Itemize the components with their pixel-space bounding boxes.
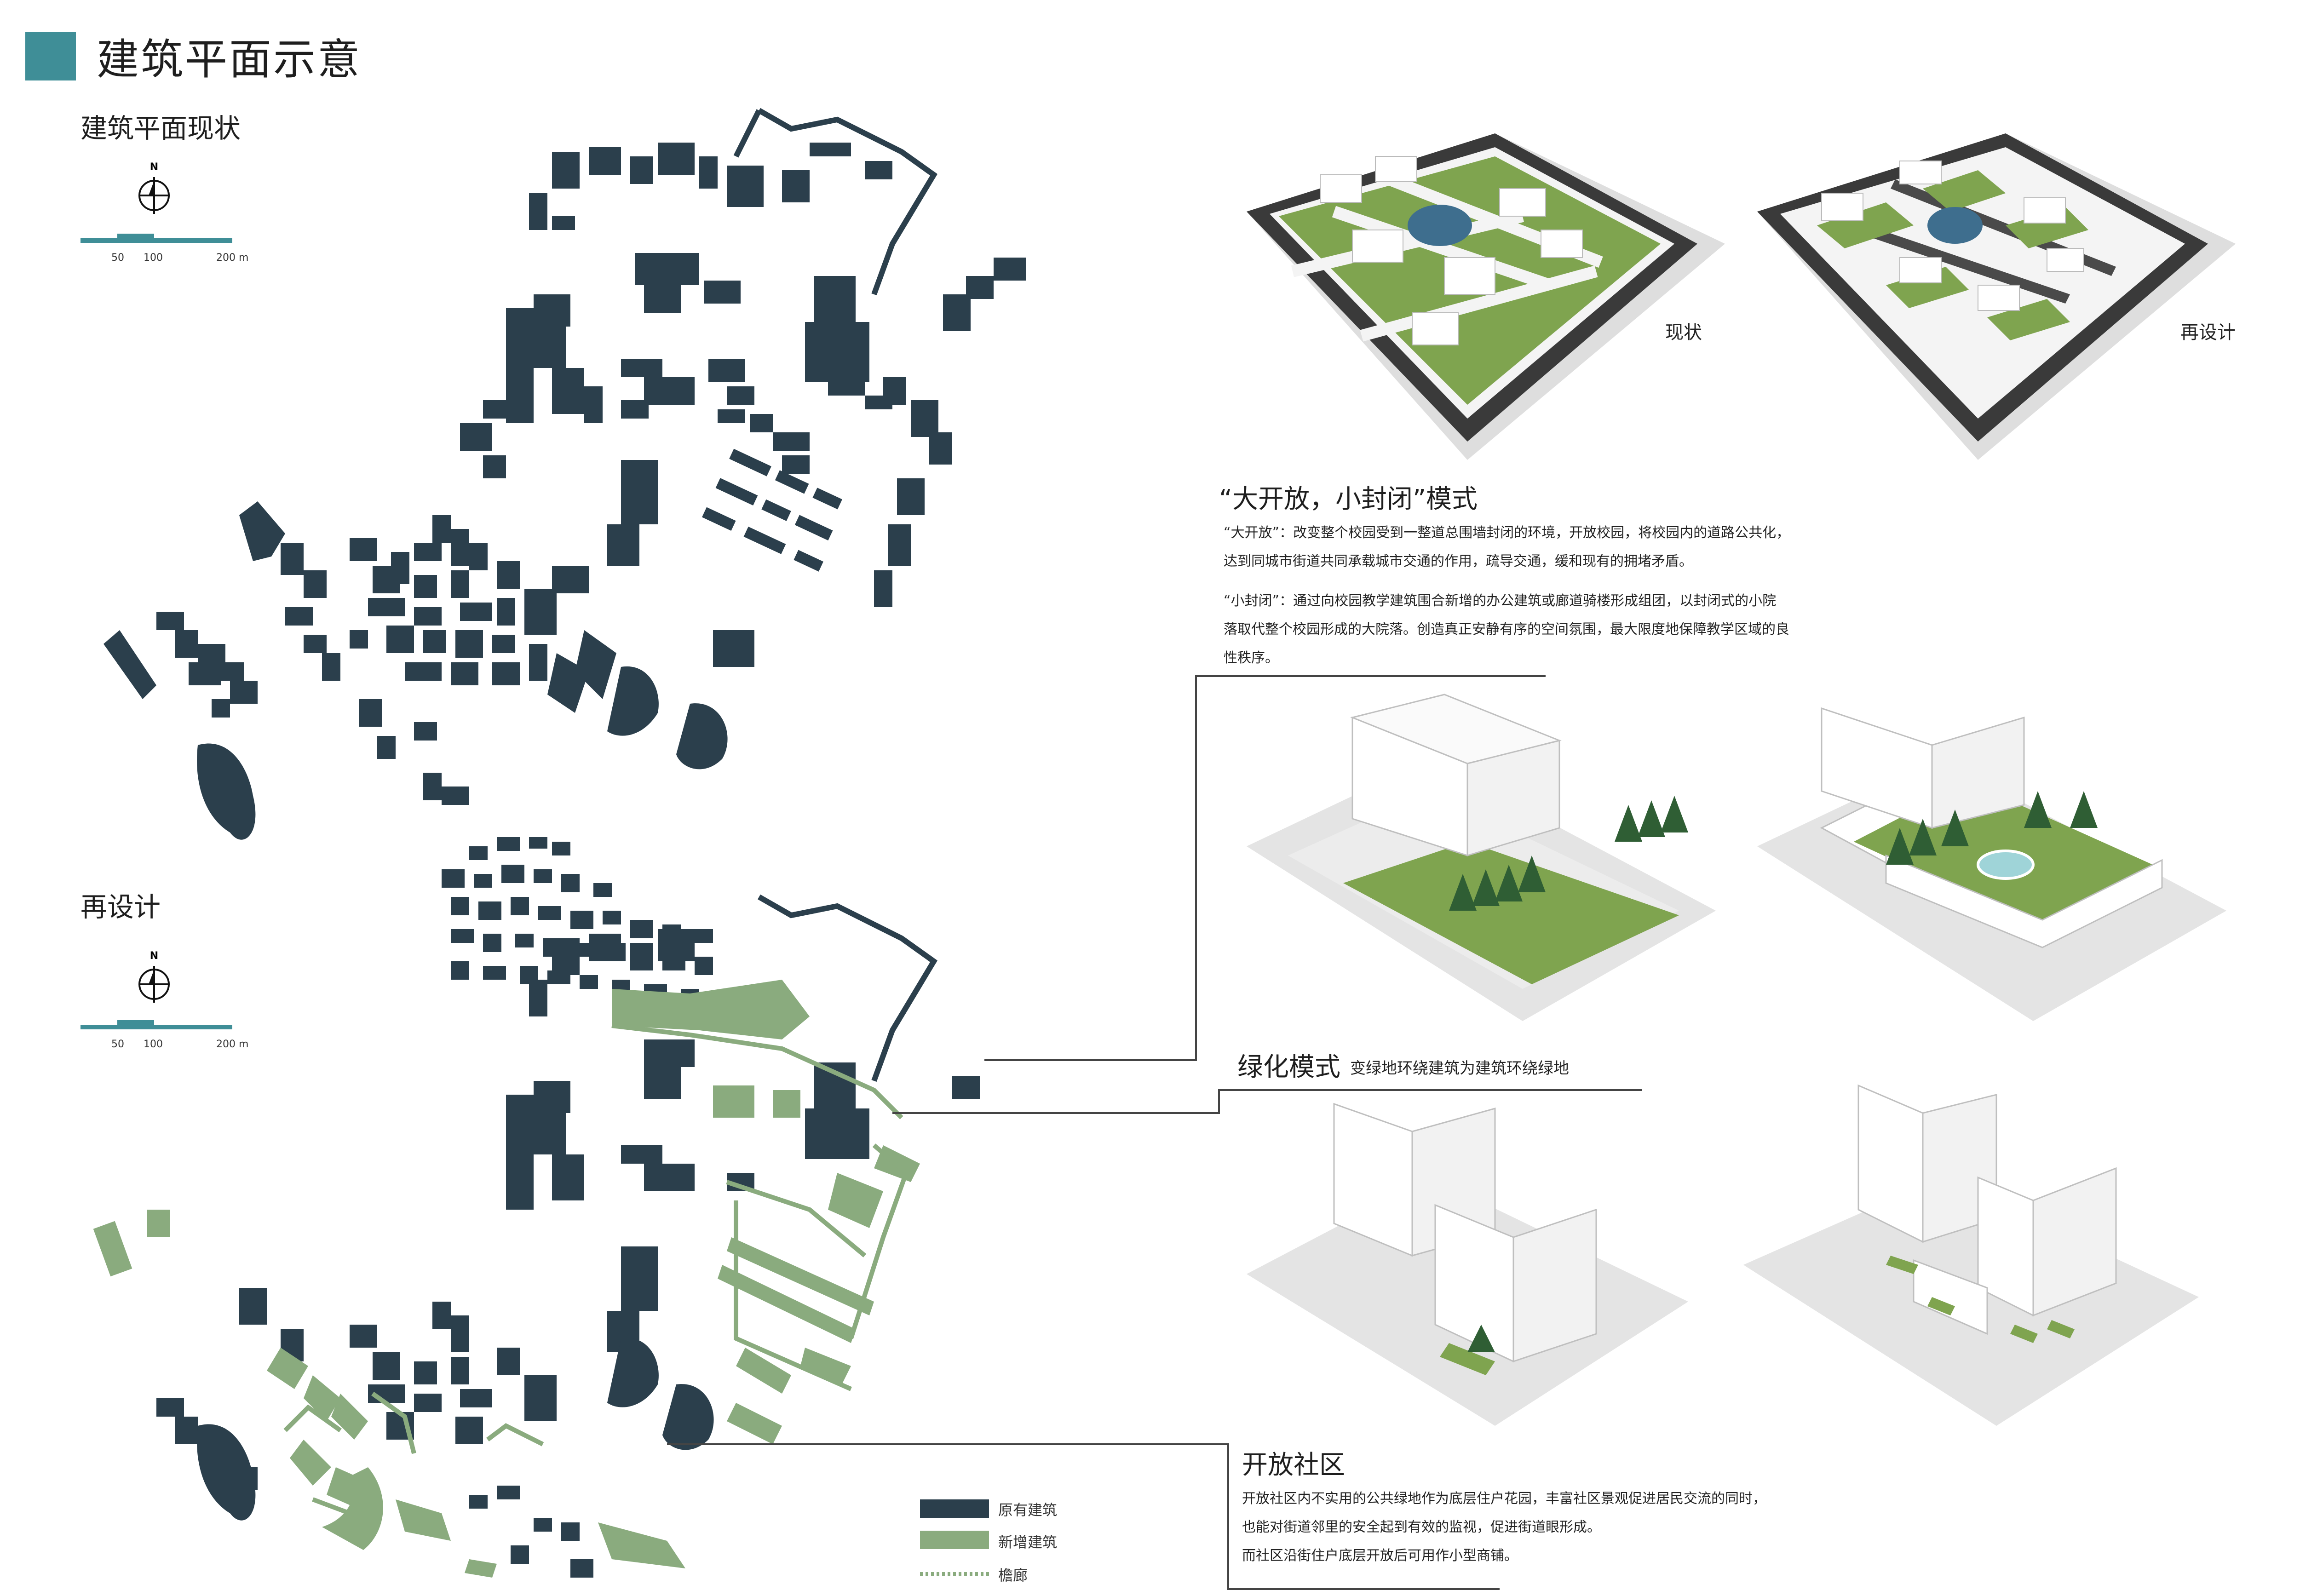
community-line2: 也能对街道邻里的安全起到有效的监视，促进街道眼形成。 — [1242, 1519, 1601, 1535]
green-subtitle: 变绿地环绕建筑为建筑环绕绿地 — [1350, 1059, 1569, 1078]
redesign-map-label: 再设计 — [80, 891, 161, 923]
open-close-title: “大开放，小封闭”模式 — [1219, 484, 1478, 514]
scale-50: 50 — [111, 252, 124, 264]
page-title: 建筑平面示意 — [97, 35, 362, 84]
scale-bar-redesign — [80, 1020, 232, 1029]
scale-200-b: 200 m — [216, 1039, 249, 1050]
scale-bar-current — [80, 234, 232, 243]
open-close-p2-l2: 落取代整个校园形成的大院落。创造真正安静有序的空间氛围，最大限度地保障教学区域的… — [1224, 621, 1789, 637]
legend-existing-swatch — [920, 1499, 989, 1518]
scale-100: 100 — [144, 252, 163, 264]
community-title: 开放社区 — [1242, 1450, 1345, 1480]
green-diagram-redesign — [1757, 707, 2226, 1021]
corridor-outlines — [283, 1023, 909, 1516]
legend-new-label: 新增建筑 — [998, 1533, 1058, 1551]
current-site-plan — [104, 108, 1026, 1003]
legend-corridor-label: 檐廊 — [998, 1567, 1028, 1584]
community-line3: 而社区沿街住户底层开放后可用作小型商铺。 — [1242, 1548, 1518, 1564]
legend-new-swatch — [920, 1531, 989, 1549]
legend-existing-label: 原有建筑 — [998, 1501, 1058, 1519]
open-close-p1-l2: 达到同城市街道共同承载城市交通的作用，疏导交通，缓和现有的拥堵矛盾。 — [1224, 553, 1693, 569]
green-diagram-current — [1247, 694, 1716, 1021]
green-title: 绿化模式 — [1237, 1052, 1340, 1082]
compass-current: N — [138, 161, 170, 214]
scale-200: 200 m — [216, 252, 249, 264]
title-accent-square — [25, 32, 76, 80]
compass-north-text: N — [150, 161, 158, 173]
legend-swatches — [920, 1499, 989, 1576]
community-diagram-redesign — [1743, 1084, 2199, 1426]
open-close-p2-l3: 性秩序。 — [1224, 650, 1279, 666]
compass-north-text-2: N — [150, 950, 158, 962]
redesign-site-plan — [93, 894, 980, 1578]
compass-redesign: N — [138, 950, 170, 1003]
existing-buildings-redesign — [156, 894, 980, 1578]
open-close-p1-l1: “大开放”：改变整个校园受到一整道总围墙封闭的环境，开放校园，将校园内的道路公共… — [1224, 525, 1790, 541]
scale-100-b: 100 — [144, 1039, 163, 1050]
current-map-label: 建筑平面现状 — [80, 113, 241, 144]
block-diagram-current — [1247, 133, 1725, 460]
block-diagram-redesign — [1757, 133, 2236, 460]
scale-50-b: 50 — [111, 1039, 124, 1050]
community-line1: 开放社区内不实用的公共绿地作为底层住户花园，丰富社区景观促进居民交流的同时， — [1242, 1491, 1766, 1507]
existing-buildings — [104, 108, 1026, 840]
community-diagram-current — [1247, 1102, 1688, 1426]
new-buildings — [93, 980, 920, 1578]
block-current-label: 现状 — [1665, 322, 1702, 343]
open-close-p2-l1: “小封闭”：通过向校园教学建筑围合新增的办公建筑或廊道骑楼形成组团，以封闭式的小… — [1224, 593, 1777, 609]
block-redesign-label: 再设计 — [2180, 322, 2236, 343]
